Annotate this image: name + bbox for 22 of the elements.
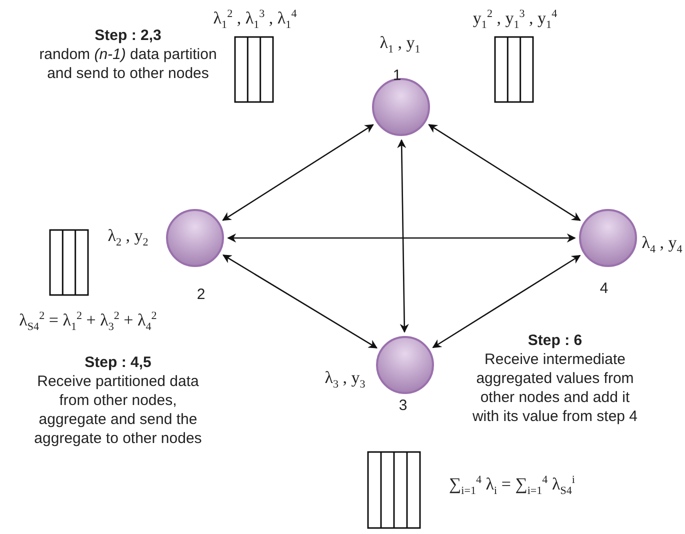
arrow xyxy=(222,254,378,348)
arrow xyxy=(222,124,374,221)
step-heading: Step : 4,5 xyxy=(84,353,152,372)
step-description: Receive intermediate aggregated values from other nodes and add it with its value from step 4 xyxy=(471,350,639,426)
node-number: 2 xyxy=(196,286,206,303)
node-circle xyxy=(165,208,225,268)
arrow xyxy=(432,254,581,348)
node-variables: λ$_{1}$ , y$_{1}$ xyxy=(380,33,420,56)
arrow xyxy=(428,124,581,221)
step-description: random (n-1) data partition and send to other nodes xyxy=(38,45,218,83)
arrow xyxy=(397,139,409,333)
node-variables: λ$_{3}$ , y$_{3}$ xyxy=(324,368,366,390)
node-circle xyxy=(578,208,638,268)
step-heading: Step : 2,3 xyxy=(94,26,162,45)
node-number: 3 xyxy=(398,397,408,414)
node-number: 4 xyxy=(600,280,608,297)
arrow xyxy=(227,234,576,242)
step-heading: Step : 6 xyxy=(526,331,584,350)
node-variables: λ$_{2}$ , y$_{2}$ xyxy=(108,226,148,248)
step-description: Receive partitioned data from other nodes, aggregate and send the aggregate to other nodes xyxy=(33,372,203,448)
node-circle xyxy=(375,335,435,395)
node-variables: λ$_{4}$ , y$_{4}$ xyxy=(642,233,682,256)
